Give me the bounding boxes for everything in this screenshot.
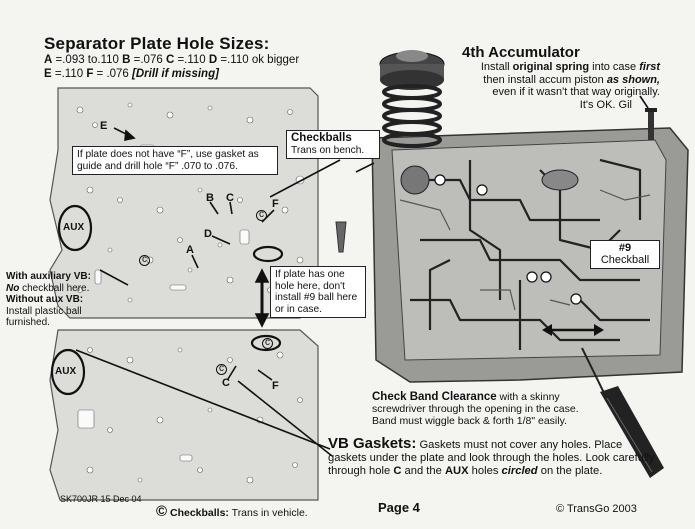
auxiliary-vb-note: With auxiliary VB: No checkball here. Wi… [6, 271, 124, 329]
hole-c-value: =.110 [174, 54, 209, 66]
vb-gaskets-body1: Gaskets must not cover any holes. Place … [328, 439, 655, 477]
hole-d-value: =.110 ok bigger [217, 54, 300, 66]
hole-size-list: A =.093 to.110 B =.076 C =.110 D =.110 o… [44, 53, 299, 81]
checkball-symbol: c [139, 255, 150, 266]
hole-f-label: F [86, 68, 94, 80]
checkball-9-sub: Checkball [600, 253, 650, 266]
aux-note-no: No [6, 282, 20, 294]
vb-gaskets-body2: and the [401, 465, 445, 477]
acc-line2-bold: as shown, [606, 73, 660, 86]
checkball-9-title: #9 [618, 242, 632, 254]
aux-note-install: Install plastic ball furnished. [6, 305, 82, 329]
vb-circled: circled [501, 465, 538, 477]
vb-gaskets-section: VB Gaskets: Gaskets must not cover any h… [328, 435, 658, 478]
plate-label-b: B [206, 192, 214, 204]
aux-label-bottom: AUX [55, 366, 77, 377]
hole-c-label: C [165, 54, 175, 66]
hole-e-value: =.110 [51, 68, 87, 80]
hole-a-value: =.093 to.110 [52, 54, 123, 66]
bolt-illustrations [335, 108, 657, 253]
document-id: SK700JR 15 Dec 04 [60, 494, 142, 504]
vb-gaskets-body4: on the plate. [537, 465, 603, 477]
checkball-legend-symbol: © [156, 503, 168, 520]
checkballs-callout-title: Checkballs [291, 132, 352, 144]
copyright: © TransGo 2003 [556, 503, 637, 515]
checkballs-vehicle-legend: © Checkballs: Trans in vehicle. [156, 503, 308, 520]
checkball-symbol: c [256, 210, 267, 221]
vb-hole-c: C [393, 465, 402, 477]
hole-b-value: =.076 [130, 54, 166, 66]
plate-label-e: E [100, 120, 108, 132]
page-title: Separator Plate Hole Sizes: [44, 34, 270, 53]
acc-line3: even if it wasn't that way originally. [492, 86, 660, 98]
accumulator-spring-illustration [379, 50, 445, 148]
drill-if-missing-note: [Drill if missing] [132, 68, 219, 80]
band-title-rest: with a skinny [496, 391, 560, 403]
band-line3: Band must wiggle back & forth 1/8" easil… [372, 414, 567, 427]
hole-d-label: D [208, 54, 218, 66]
checkball-legend-text: Trans in vehicle. [228, 507, 308, 519]
band-clearance-heading: Check Band Clearance with a skinny [372, 391, 560, 403]
hole-e-label: E [44, 68, 52, 80]
aux-label-top: AUX [63, 222, 85, 233]
hole-size-line-2: E =.110 F = .076 [Drill if missing] [44, 67, 299, 81]
checkball-symbol: c [216, 364, 227, 375]
checkballs-callout-sub: Trans on bench. [291, 144, 365, 156]
plate-label-f-top: F [272, 198, 279, 210]
hole-size-line-1: A =.093 to.110 B =.076 C =.110 D =.110 o… [44, 53, 299, 67]
pointer-arrows [75, 95, 649, 457]
acc-line1-first: first [639, 61, 660, 73]
plate-label-f-bottom: F [272, 380, 279, 392]
band-line2: screwdriver through the opening in the c… [372, 403, 579, 415]
accumulator-title: 4th Accumulator [462, 44, 580, 61]
checkball-legend-label: Checkballs: [169, 507, 229, 519]
accumulator-instructions: Install original spring into case first … [430, 61, 660, 111]
plate-label-d: D [204, 228, 212, 240]
lower-separator-plate [49, 329, 319, 501]
vb-aux: AUX [444, 465, 469, 477]
page-number: Page 4 [378, 500, 420, 515]
valve-body-photo [371, 127, 689, 383]
screwdriver-illustration [581, 347, 664, 478]
hole-b-label: B [122, 54, 131, 66]
acc-line1-pre: Install [480, 61, 513, 73]
plate-label-c: C [226, 192, 234, 204]
aux-note-no-rest: checkball here. [19, 282, 90, 294]
hole-a-label: A [44, 54, 53, 66]
plate-label-c-bottom: C [222, 377, 230, 389]
hole-f-value: = .076 [93, 68, 133, 80]
vb-gaskets-body3: holes [468, 465, 502, 477]
upper-separator-plate [49, 87, 319, 319]
band-title-text: Check Band Clearance [372, 391, 497, 403]
plate-label-a: A [186, 244, 194, 256]
checkball-symbol: c [262, 338, 273, 349]
acc-line2-pre: then install accum piston [483, 73, 607, 86]
checkball-9-callout: #9 Checkball [590, 240, 660, 269]
acc-line1-bold: original spring [512, 61, 590, 73]
acc-line1-mid: into case [589, 61, 640, 73]
gasket-guide-callout: If plate does not have “F”, use gasket a… [72, 146, 278, 175]
aux-note-with-label: With auxiliary VB: [6, 271, 91, 282]
band-clearance-body: screwdriver through the opening in the c… [372, 403, 672, 427]
one-hole-callout: If plate has one hole here, don't instal… [270, 266, 366, 318]
aux-note-without-label: Without aux VB: [6, 294, 84, 305]
acc-line4: It's OK. Gil [579, 98, 632, 111]
checkballs-bench-callout: Checkballs Trans on bench. [286, 130, 380, 159]
vb-gaskets-title: VB Gaskets: [328, 435, 417, 452]
